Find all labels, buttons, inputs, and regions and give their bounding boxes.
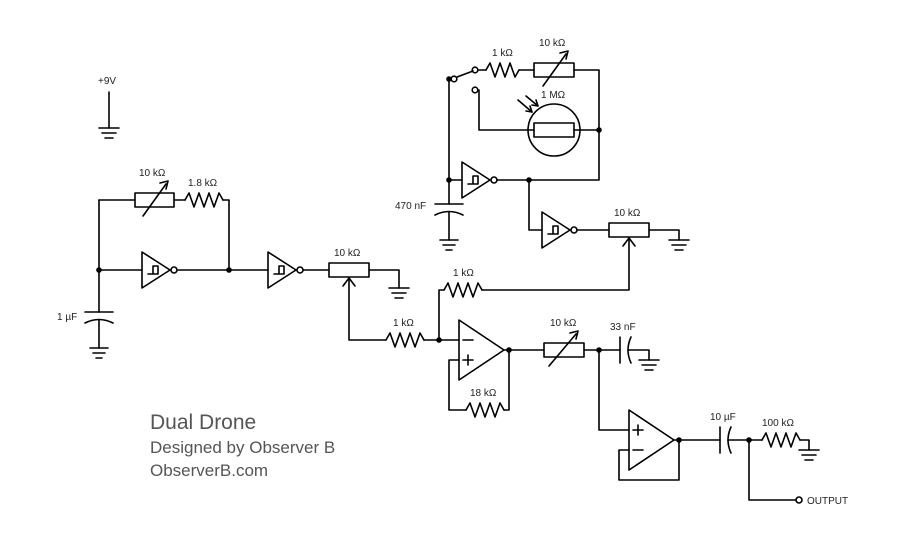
trimmer-top-label: 10 kΩ [539, 38, 566, 49]
op-amp-1 [458, 319, 505, 381]
resistor-1k-mix-label: 1 kΩ [453, 268, 474, 279]
mixer-stage: 1 kΩ 1 kΩ 18 kΩ [385, 268, 545, 418]
schematic-title: Dual Drone [150, 411, 257, 434]
op-amp-2 [628, 409, 675, 471]
oscillator-left: 10 kΩ 1.8 kΩ 1 µF 10 kΩ [57, 168, 410, 359]
power-supply: +9V [98, 76, 120, 139]
output-terminal [795, 496, 803, 504]
designer-credit: Designed by Observer B [150, 438, 336, 457]
schmitt-inverter-3 [461, 161, 498, 199]
capacitor-470nf-label: 470 nF [395, 201, 426, 212]
ldr-label: 1 MΩ [541, 90, 566, 101]
title-block: Dual Drone Designed by Observer B Observ… [150, 410, 335, 482]
oscillator-right: 1 kΩ 10 kΩ 1 MΩ 470 nF [395, 38, 690, 291]
pot-left-label: 10 kΩ [334, 248, 361, 259]
photoresistor-ldr [533, 122, 575, 138]
schmitt-inverter-2 [267, 251, 304, 289]
resistor-1k8-label: 1.8 kΩ [188, 178, 218, 189]
selector-switch [456, 70, 474, 78]
resistor-1k-top-label: 1 kΩ [492, 48, 513, 59]
schmitt-inverter-4 [541, 211, 578, 249]
potentiometer-left [328, 262, 370, 278]
capacitor-1uf-label: 1 µF [57, 312, 77, 323]
output-stage: 10 µF 100 kΩ OUTPUT [618, 409, 848, 507]
output-label: OUTPUT [807, 496, 848, 507]
trimmer-filter-label: 10 kΩ [550, 318, 577, 329]
resistor-1k-input-label: 1 kΩ [393, 318, 414, 329]
schmitt-inverter-1 [141, 251, 178, 289]
supply-label: +9V [98, 76, 116, 87]
resistor-100k-label: 100 kΩ [762, 418, 794, 429]
trimmer-left-label: 10 kΩ [139, 168, 166, 179]
website-url: ObserverB.com [150, 461, 269, 480]
capacitor-33nf-label: 33 nF [610, 322, 636, 333]
filter-stage: 10 kΩ 33 nF [543, 318, 660, 431]
capacitor-10uf-label: 10 µF [710, 412, 736, 423]
potentiometer-right [608, 222, 650, 238]
trimmer-resistor-filter [543, 342, 585, 358]
resistor-18k-label: 18 kΩ [470, 388, 497, 399]
pot-right-label: 10 kΩ [614, 208, 641, 219]
